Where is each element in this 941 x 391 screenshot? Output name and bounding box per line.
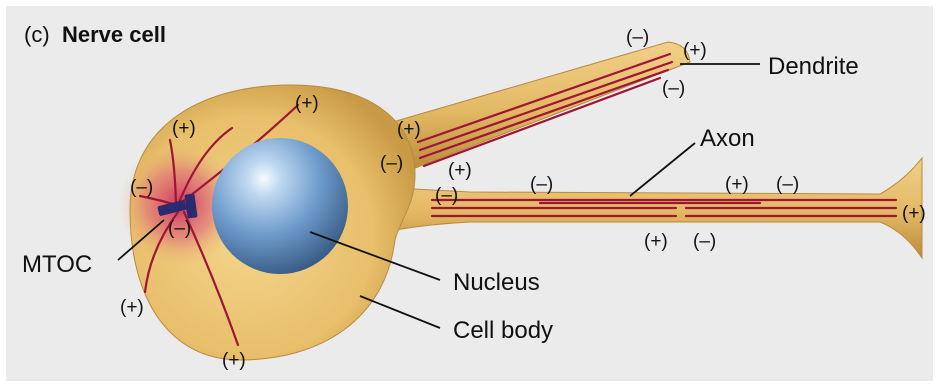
plus-end-marker: (+) [172,118,196,139]
panel-title: Nerve cell [62,22,166,47]
minus-end-marker: (–) [435,185,458,206]
cell-body-leader [360,296,440,328]
cell-body [118,85,415,360]
axon-leader [630,143,695,196]
plus-end-marker: (+) [902,203,926,224]
nucleus [212,138,348,274]
minus-end-marker: (–) [662,78,685,99]
dendrite-label: Dendrite [768,53,859,80]
minus-end-marker: (–) [693,231,716,252]
minus-end-marker: (–) [130,177,153,198]
minus-end-marker: (–) [168,218,191,239]
panel-letter: (c) [24,22,50,47]
dendrite-process [372,42,690,170]
minus-end-marker: (–) [776,174,799,195]
minus-end-marker: (–) [626,27,649,48]
plus-end-marker: (+) [644,231,668,252]
plus-end-marker: (+) [295,93,319,114]
plus-end-marker: (+) [397,119,421,140]
cell-body-label: Cell body [453,317,553,344]
plus-end-marker: (+) [725,174,749,195]
nucleus-label: Nucleus [453,269,540,296]
axon-label: Axon [700,125,755,152]
minus-end-marker: (–) [380,153,403,174]
plus-end-marker: (+) [120,297,144,318]
dendrite-microtubule [418,54,670,142]
plus-end-marker: (+) [222,350,246,371]
mtoc-label: MTOC [22,251,92,278]
minus-end-marker: (–) [530,174,553,195]
plus-end-marker: (+) [683,40,707,61]
plus-end-marker: (+) [448,160,472,181]
